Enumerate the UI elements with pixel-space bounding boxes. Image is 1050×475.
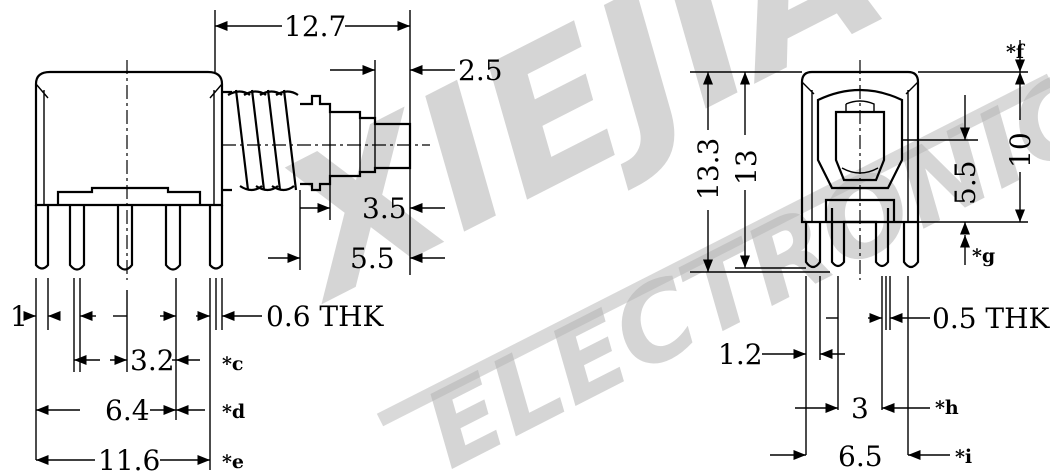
front-outer-width-label: 6.5 [838,440,883,473]
front-total-height-label: 13.3 [692,138,725,200]
side-body-width-label: 11.6 [98,444,160,475]
side-pin-pitch-note: *c [222,353,244,375]
front-outer-width-note: *i [955,446,972,468]
front-pin-thickness-label: 0.5 THK [932,302,1050,335]
front-upper-height-label: 10 [1004,132,1037,168]
side-pin-pitch-label: 3.2 [130,344,175,377]
side-body-inner [35,83,223,205]
front-housing-outline [800,70,920,224]
side-button-length-label: 2.5 [458,54,503,87]
side-base [56,186,202,205]
front-bottom-note: *g [972,245,995,267]
side-spring-length-label: 5.5 [350,242,395,275]
side-outer-pin-note: *d [222,401,245,423]
front-pin-pitch-label: 3 [851,392,869,425]
side-spring [222,89,299,192]
side-view: 12.7 2.5 3.5 5.5 1 0.6 THK [10,10,503,475]
watermark: XIEJIA ELECTRONIC [241,0,1050,475]
front-base [824,198,896,222]
front-view: 13.3 13 *f 10 5.5 *g 0.5 THK [690,40,1050,473]
front-top-note: *f [1006,41,1026,63]
side-shaft-length-label: 3.5 [362,192,407,225]
front-housing-inner [801,81,919,222]
side-body-width-note: *e [222,451,244,473]
side-overall-length-label: 12.7 [284,10,346,43]
front-knob-height-label: 5.5 [949,160,982,205]
side-shaft [300,94,412,192]
side-body-outline [34,70,224,207]
side-left-margin-label: 1 [10,300,28,333]
front-pin-pitch-note: *h [935,397,959,419]
side-outer-pin-span-label: 6.4 [105,394,150,427]
front-body-height-label: 13 [730,149,763,185]
watermark-stripe [376,73,1050,427]
side-pin-thickness-label: 0.6 THK [266,300,385,333]
front-plunger [834,110,886,182]
side-pins [34,205,224,271]
front-button [816,88,904,190]
front-pin-offset-label: 1.2 [718,338,763,371]
